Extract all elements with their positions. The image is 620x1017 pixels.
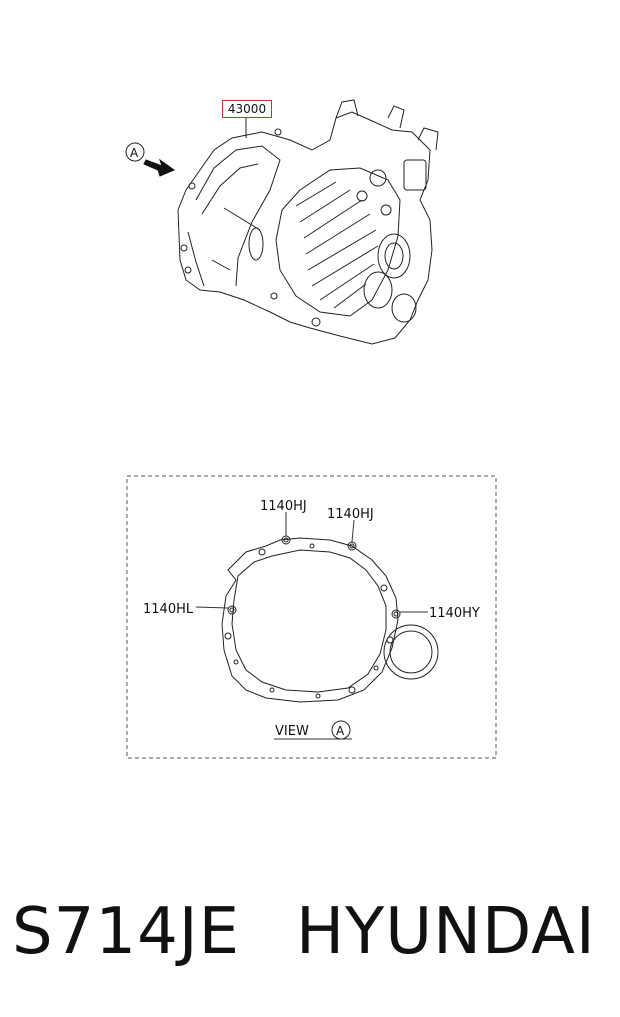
view-caption-label: VIEW [275, 724, 309, 739]
view-a-arrow [125, 142, 176, 177]
part-number-label: 43000 [222, 100, 272, 118]
view-caption-letter: A [336, 724, 345, 738]
transmission-assembly-drawing [177, 99, 439, 345]
callout-1140hl: 1140HL [143, 602, 194, 617]
callout-leaders [195, 512, 428, 740]
view-a-marker-letter: A [130, 146, 139, 160]
callout-1140hj-top-right: 1140HJ [327, 507, 374, 522]
view-caption-circle [331, 720, 351, 740]
callout-1140hj-top-left: 1140HJ [260, 499, 307, 514]
view-a-frame [126, 475, 497, 759]
footer: S714JE HYUNDAI [0, 892, 620, 982]
callout-1140hy: 1140HY [429, 606, 480, 621]
footer-brand: HYUNDAI [296, 895, 596, 969]
footer-model-code: S714JE [12, 895, 241, 969]
bell-housing-flange-drawing [221, 535, 439, 703]
